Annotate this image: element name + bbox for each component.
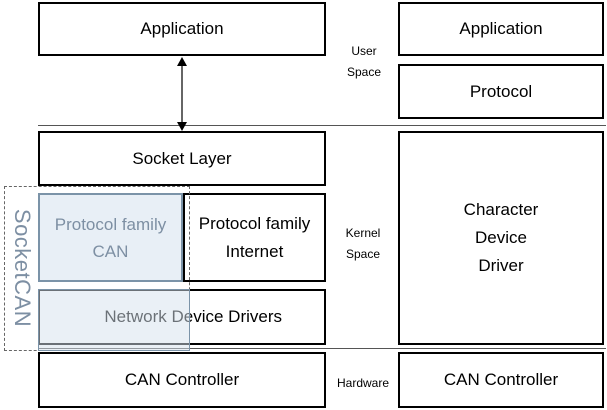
kernel-space-label: Kernel Space [345, 226, 381, 261]
application-socket-arrow [177, 57, 187, 131]
right-can-controller-box: CAN Controller [398, 352, 604, 408]
right-application-label: Application [459, 19, 543, 38]
character-device-driver-box: Character Device Driver [398, 131, 604, 345]
protocol-family-can-label: Protocol family CAN [54, 214, 167, 261]
left-application-label: Application [140, 19, 224, 38]
kernel-hardware-separator [38, 348, 606, 349]
hardware-label: Hardware [336, 376, 390, 390]
left-can-controller-label: CAN Controller [124, 370, 240, 389]
socketcan-drivers-overlay [38, 289, 190, 351]
socket-layer-box: Socket Layer [38, 131, 326, 186]
protocol-family-can-box: Protocol family CAN [38, 193, 183, 282]
protocol-family-internet-box: Protocol family Internet [183, 193, 326, 282]
left-application-box: Application [38, 2, 326, 56]
socketcan-label: SocketCAN [10, 208, 35, 328]
protocol-label: Protocol [469, 81, 533, 101]
user-space-label: User Space [346, 44, 382, 79]
protocol-box: Protocol [398, 64, 604, 119]
socket-layer-label: Socket Layer [132, 148, 232, 168]
right-can-controller-label: CAN Controller [443, 370, 559, 389]
character-device-driver-label: Character Device Driver [463, 200, 539, 275]
user-kernel-separator [38, 125, 606, 126]
protocol-family-internet-label: Protocol family Internet [198, 213, 311, 261]
left-can-controller-box: CAN Controller [38, 352, 326, 408]
right-application-box: Application [398, 2, 604, 56]
